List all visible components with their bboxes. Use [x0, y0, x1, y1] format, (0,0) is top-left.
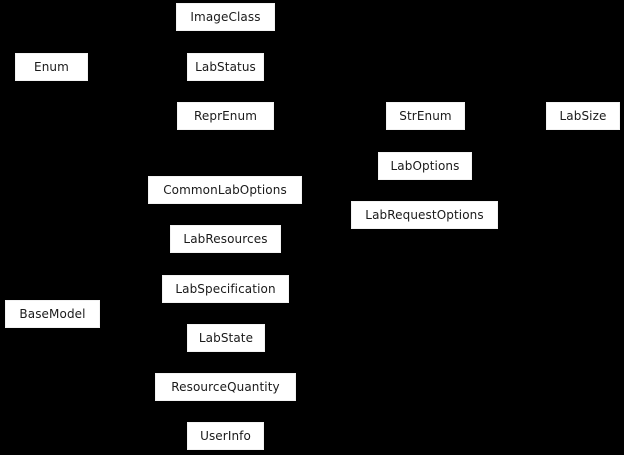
class-node-label: LabSpecification: [175, 282, 276, 296]
class-node-label: LabSize: [559, 109, 607, 123]
edge-base-model-to-lab-resources: [99, 238, 171, 315]
class-node-lab-status[interactable]: LabStatus: [187, 53, 264, 81]
edge-base-model-to-common-lab-options: [99, 189, 149, 315]
class-node-label: ImageClass: [190, 10, 261, 24]
class-node-label: LabResources: [183, 232, 268, 246]
class-node-repr-enum[interactable]: ReprEnum: [177, 102, 274, 130]
edge-base-model-to-resource-quantity: [99, 313, 156, 388]
class-node-label: LabStatus: [195, 60, 256, 74]
class-node-str-enum[interactable]: StrEnum: [386, 102, 465, 130]
edge-enum-to-repr-enum: [87, 66, 178, 117]
class-node-label: LabState: [198, 331, 254, 345]
class-node-user-info[interactable]: UserInfo: [187, 422, 264, 450]
edge-enum-to-image-class: [87, 16, 177, 68]
class-node-label: BaseModel: [19, 307, 86, 321]
class-node-lab-state[interactable]: LabState: [187, 324, 265, 352]
class-node-base-model[interactable]: BaseModel: [5, 300, 100, 328]
class-node-label: ReprEnum: [193, 109, 257, 123]
edge-common-lab-options-to-lab-request-options: [301, 189, 352, 216]
class-node-label: UserInfo: [200, 429, 251, 443]
class-node-label: ResourceQuantity: [171, 380, 280, 394]
class-node-lab-options[interactable]: LabOptions: [378, 152, 472, 180]
class-node-lab-resources[interactable]: LabResources: [170, 225, 281, 253]
class-node-label: StrEnum: [399, 109, 452, 123]
class-node-common-lab-options[interactable]: CommonLabOptions: [148, 176, 302, 204]
class-node-resource-quantity[interactable]: ResourceQuantity: [155, 373, 296, 401]
class-node-enum[interactable]: Enum: [15, 53, 88, 81]
edge-base-model-to-lab-specification: [99, 288, 163, 315]
class-node-label: Enum: [34, 60, 69, 74]
class-node-lab-size[interactable]: LabSize: [546, 102, 620, 130]
class-node-image-class[interactable]: ImageClass: [176, 3, 275, 31]
class-node-label: LabRequestOptions: [365, 208, 484, 222]
class-node-label: LabOptions: [390, 159, 460, 173]
edge-base-model-to-lab-state: [99, 313, 188, 339]
class-node-label: CommonLabOptions: [163, 183, 287, 197]
class-node-lab-request-options[interactable]: LabRequestOptions: [351, 201, 498, 229]
class-node-lab-specification[interactable]: LabSpecification: [162, 275, 289, 303]
